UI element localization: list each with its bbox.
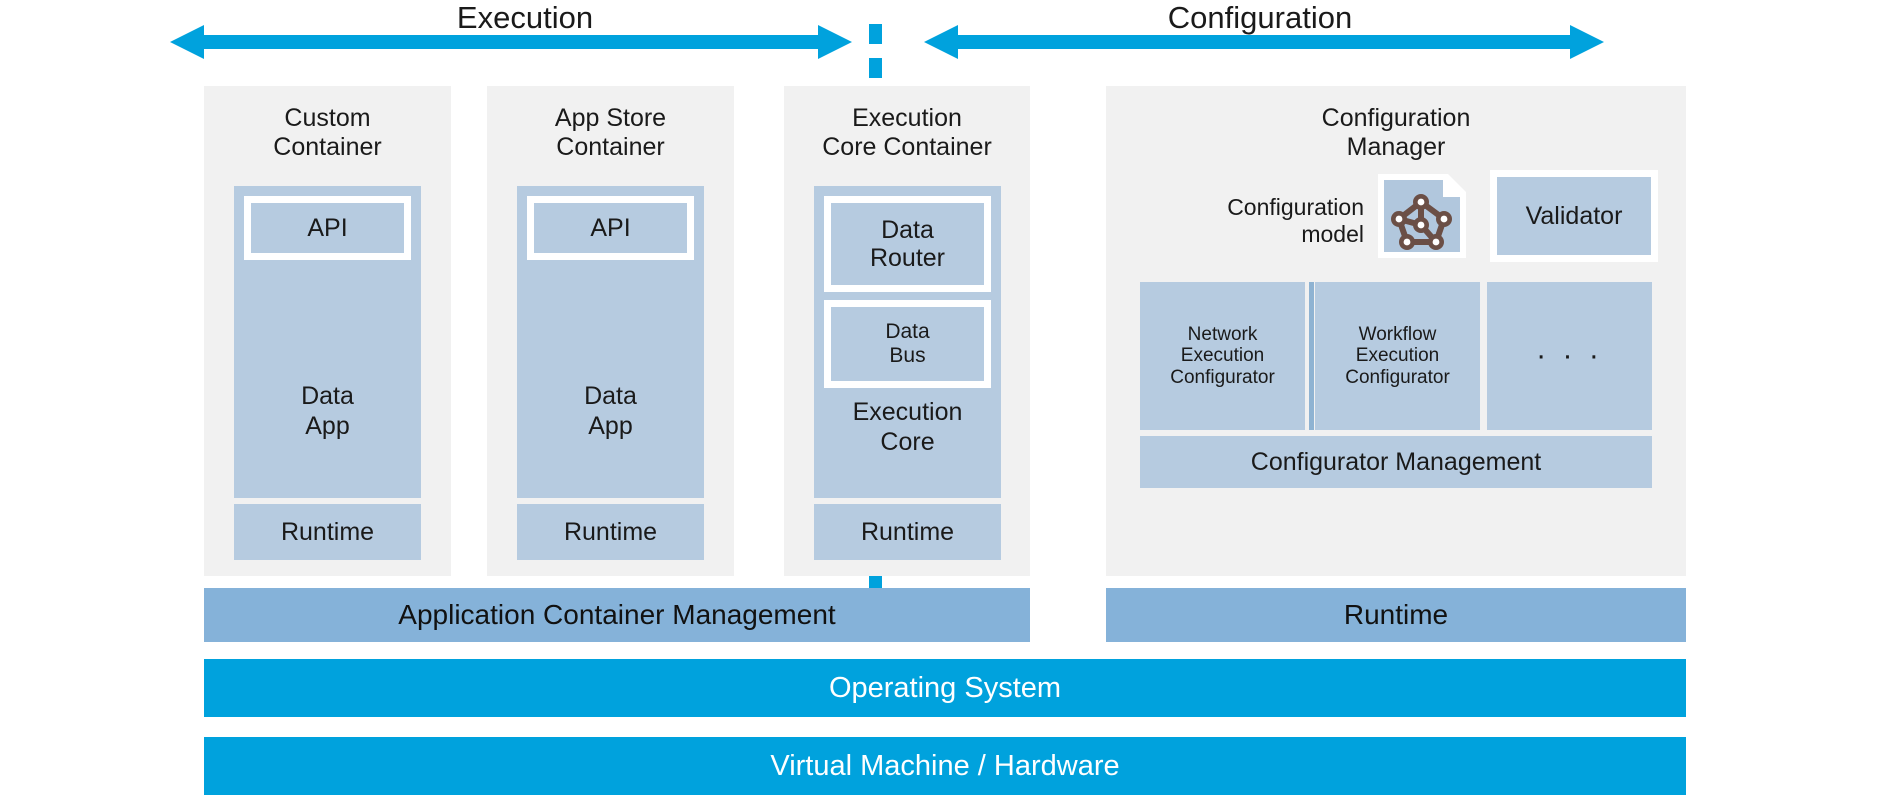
app-store-container-panel: App Store Container API Data App Runtime	[487, 86, 734, 576]
execution-core-label: Execution Core	[852, 398, 963, 456]
workflow-execution-configurator: Workflow Execution Configurator	[1315, 282, 1480, 430]
custom-container-title: Custom Container	[273, 104, 382, 161]
configuration-double-arrow	[924, 25, 1604, 59]
custom-container-api-block: API	[244, 196, 411, 260]
configuration-runtime-label: Runtime	[1343, 599, 1449, 630]
more-configurators-ellipsis: · · ·	[1536, 338, 1603, 372]
configurator-divider	[1309, 282, 1314, 430]
custom-container-data-app-label: Data App	[301, 382, 354, 440]
custom-container-runtime: Runtime	[234, 504, 421, 560]
custom-container-data-app: API Data App	[234, 186, 421, 498]
operating-system-label: Operating System	[828, 671, 1062, 704]
data-router-label: Data Router	[869, 215, 946, 273]
execution-core-block: Data Router Data Bus Execution Core	[814, 186, 1001, 498]
configuration-section-title: Configuration	[1167, 0, 1353, 35]
configuration-manager-panel: Configuration Manager Configuration mode…	[1106, 86, 1686, 576]
configuration-runtime-bar: Runtime	[1106, 588, 1686, 642]
configuration-model-icon	[1374, 170, 1470, 262]
app-store-container-data-app-label: Data App	[584, 382, 637, 440]
execution-core-container-runtime: Runtime	[814, 504, 1001, 560]
app-store-container-data-app: API Data App	[517, 186, 704, 498]
virtual-machine-hardware-label: Virtual Machine / Hardware	[770, 749, 1120, 782]
virtual-machine-hardware-bar: Virtual Machine / Hardware	[204, 737, 1686, 795]
network-execution-configurator-label: Network Execution Configurator	[1170, 323, 1275, 388]
configuration-model-label: Configuration model	[1227, 194, 1364, 247]
data-router-block: Data Router	[824, 196, 991, 292]
more-configurators: · · ·	[1487, 282, 1652, 430]
execution-double-arrow	[170, 25, 852, 59]
operating-system-bar: Operating System	[204, 659, 1686, 717]
custom-container-api-label: API	[307, 213, 348, 242]
app-store-container-title: App Store Container	[554, 104, 667, 161]
network-execution-configurator: Network Execution Configurator	[1140, 282, 1305, 430]
custom-container-panel: Custom Container API Data App Runtime	[204, 86, 451, 576]
configurator-management-bar: Configurator Management	[1140, 436, 1652, 488]
validator-block: Validator	[1490, 170, 1658, 262]
application-container-management-label: Application Container Management	[398, 599, 836, 630]
configuration-manager-title: Configuration Manager	[1321, 104, 1471, 161]
app-store-container-runtime: Runtime	[517, 504, 704, 560]
application-container-management-bar: Application Container Management	[204, 588, 1030, 642]
data-bus-label: Data Bus	[885, 320, 930, 367]
execution-core-container-title: Execution Core Container	[822, 104, 992, 161]
app-store-container-api-label: API	[590, 213, 631, 242]
execution-core-container-panel: Execution Core Container Data Router Dat…	[784, 86, 1030, 576]
configurators-row: Network Execution Configurator Workflow …	[1140, 282, 1652, 430]
execution-section-title: Execution	[456, 0, 594, 35]
workflow-execution-configurator-label: Workflow Execution Configurator	[1345, 323, 1450, 388]
data-bus-block: Data Bus	[824, 300, 991, 388]
app-store-container-api-block: API	[527, 196, 694, 260]
